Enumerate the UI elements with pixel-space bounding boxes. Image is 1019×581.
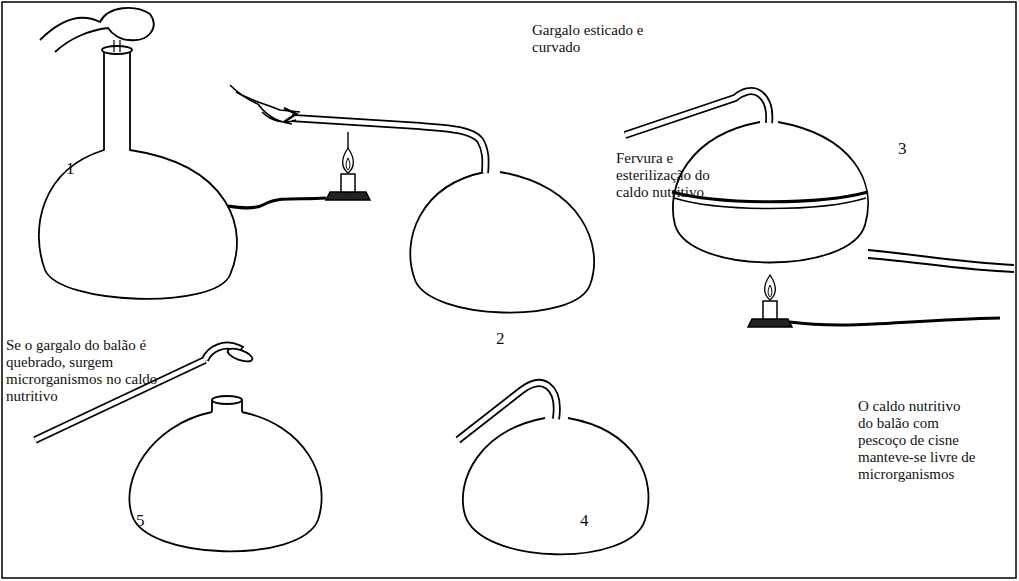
burner <box>326 148 370 200</box>
step-number: 1 <box>66 160 75 177</box>
flask-4 <box>458 383 648 554</box>
annotation: Se o gargalo do balão é quebrado, surgem… <box>6 337 174 405</box>
flask-1 <box>39 8 237 299</box>
annotation: Fervura e esterilização do caldo nutriti… <box>616 150 720 201</box>
burner <box>748 275 792 327</box>
gas-hose <box>868 250 1014 272</box>
step-number: 4 <box>580 512 589 529</box>
flame-link <box>347 132 348 148</box>
step-number: 5 <box>136 512 145 529</box>
annotation: Gargalo esticado e curvado <box>532 22 682 56</box>
annotation: O caldo nutritivo do balão com pescoço d… <box>858 398 976 483</box>
gas-hose <box>228 198 326 208</box>
step-number: 3 <box>898 140 907 157</box>
gas-hose <box>790 318 1000 325</box>
step-number: 2 <box>496 330 505 347</box>
